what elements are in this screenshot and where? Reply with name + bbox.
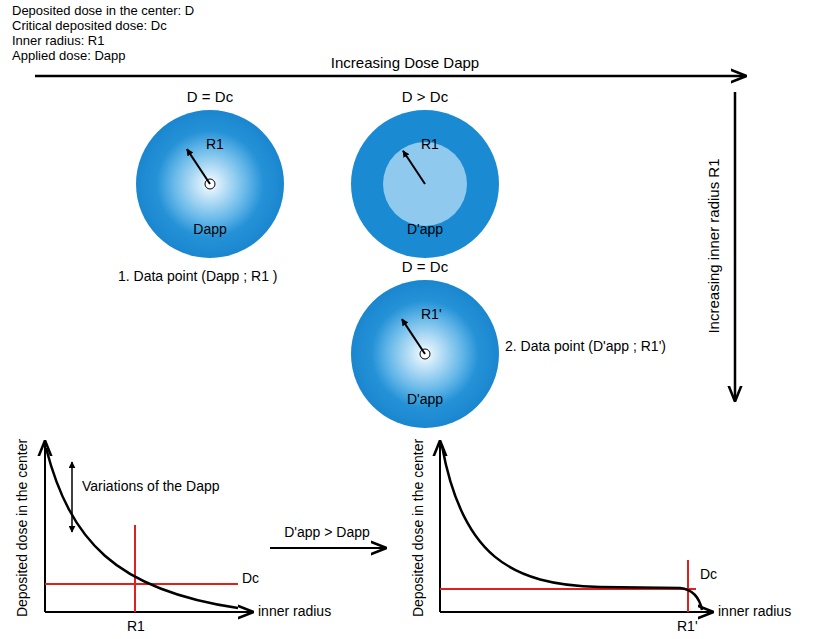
applied-dose: Dapp — [193, 221, 226, 237]
data-point-label: 1. Data point (Dapp ; R1 ) — [118, 268, 278, 284]
radius-label: R1' — [421, 306, 442, 322]
axis-label: inner radius — [258, 603, 331, 619]
radius-label: R1 — [421, 136, 439, 152]
applied-dose: D'app — [407, 391, 443, 407]
legend-line: Critical deposited dose: Dc — [12, 19, 167, 34]
legend-line: Deposited dose in the center: D — [12, 4, 194, 19]
radius-mark: R1' — [677, 618, 698, 634]
applied-dose: D'app — [407, 221, 443, 237]
radius-arrow — [734, 92, 737, 400]
radius-mark: R1 — [127, 618, 145, 634]
threshold-label: Dc — [700, 566, 717, 582]
comparison-label: D'app > Dapp — [284, 524, 370, 540]
plot-right — [440, 442, 712, 612]
radius-label: R1 — [206, 136, 224, 152]
legend-line: Applied dose: Dapp — [12, 49, 125, 64]
arrow-label: Increasing Dose Dapp — [331, 54, 479, 71]
dose-disk: D = Dc R1Dapp — [125, 86, 295, 258]
dose-condition: D > Dc — [402, 88, 448, 105]
dose-arrow — [35, 75, 745, 78]
axis-label: Deposited dose in the center — [14, 439, 30, 617]
axis-label: Deposited dose in the center — [410, 439, 426, 617]
threshold-label: Dc — [242, 570, 259, 586]
dose-condition: D = Dc — [402, 258, 448, 275]
arrow-label: Increasing inner radius R1 — [705, 158, 722, 333]
legend-line: Inner radius: R1 — [12, 34, 105, 49]
plot-left — [45, 442, 252, 612]
dose-condition: D = Dc — [187, 88, 233, 105]
dose-disk: D > Dc R1D'app — [340, 86, 510, 258]
variation-label: Variations of the Dapp — [82, 478, 220, 494]
axis-label: inner radius — [718, 603, 791, 619]
dose-disk: D = Dc R1' D'app — [340, 256, 510, 428]
compare-arrow — [270, 547, 385, 549]
data-point-label: 2. Data point (D'app ; R1') — [505, 338, 666, 354]
